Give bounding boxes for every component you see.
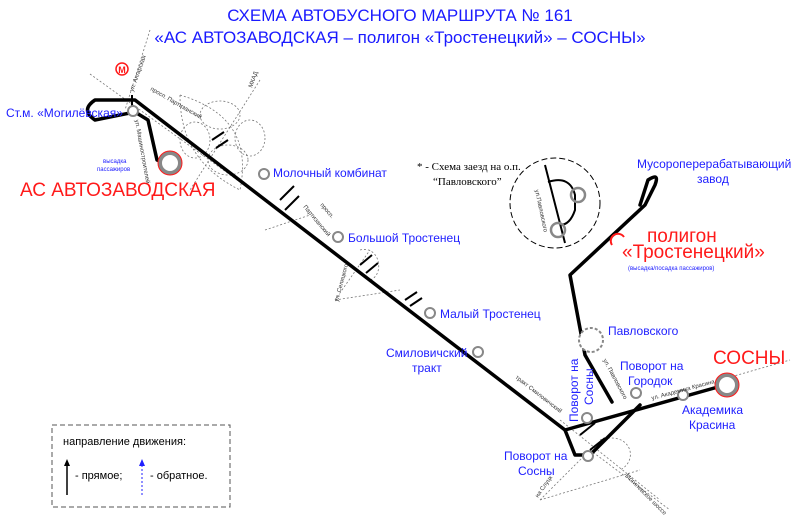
street-mogilevskoe: Могилевское шоссе — [624, 473, 668, 517]
stop-pavlovskogo[interactable] — [578, 327, 604, 353]
label-poligon-1: полигон — [647, 226, 717, 247]
stop-markers — [127, 105, 689, 462]
legend-backward: - обратное. — [150, 470, 208, 482]
label-sosny: СОСНЫ — [713, 348, 785, 369]
terminal-avtozavodskaya[interactable] — [158, 151, 182, 175]
stop-mogilevskaya[interactable] — [127, 105, 139, 117]
label-mogilevskaya: Ст.м. «Могилёвская» — [6, 106, 123, 120]
stop-maly[interactable] — [424, 307, 436, 319]
stop-povorot-gorodok[interactable] — [630, 387, 642, 399]
label-krasina-1: Академика — [682, 403, 743, 417]
inset-circle — [509, 157, 601, 249]
inset-stop — [569, 186, 587, 204]
label-vysadka-1: высадка — [103, 159, 127, 165]
inset-note-2: “Павловского” — [433, 176, 502, 188]
title-line-1: СХЕМА АВТОБУСНОГО МАРШРУТА № 161 — [227, 6, 573, 25]
label-vysadka-2: пассажиров — [97, 167, 130, 173]
stop-povorot-sosny[interactable] — [582, 450, 594, 462]
stop-krasina[interactable] — [677, 389, 689, 401]
stop-molochny[interactable] — [258, 168, 270, 180]
legend-forward: - прямое; — [75, 470, 122, 482]
label-smilovichsky-2: тракт — [412, 361, 442, 375]
stop-bolshoy[interactable] — [332, 231, 344, 243]
label-gorodok-1: Поворот на — [620, 359, 684, 373]
terminal-sosny[interactable] — [715, 373, 739, 397]
terminal-poligon[interactable] — [609, 232, 625, 246]
label-molochny: Молочный комбинат — [273, 166, 387, 180]
street-selitskogo: ул. Селицкого — [334, 263, 350, 303]
label-povorot-sosny-v-1: Поворот на — [567, 358, 581, 422]
legend-title: направление движения: — [63, 436, 186, 448]
street-mkad: МКАД — [248, 71, 259, 89]
inset-street: ул.Павловского — [533, 189, 548, 233]
street-angarskaya: ул. Ангарская — [129, 55, 148, 93]
metro-symbol: М — [118, 65, 126, 75]
road-network — [89, 29, 791, 511]
inset-note-1: * - Схема заезд на о.п. — [417, 161, 521, 173]
label-povorot-sosny-v-2: Сосны — [582, 368, 596, 405]
label-musor-2: завод — [697, 172, 729, 186]
street-sluck: на Слуцк — [535, 475, 555, 499]
label-gorodok-2: Городок — [628, 374, 673, 388]
label-maly: Малый Тростенец — [440, 307, 541, 321]
inset-route — [544, 164, 576, 244]
metro-icon — [115, 62, 129, 76]
label-povorot-sosny-2: Сосны — [518, 464, 555, 478]
label-poligon-2: «Тростенецкий» — [622, 242, 765, 263]
label-avtozavodskaya: АС АВТОЗАВОДСКАЯ — [20, 180, 215, 201]
street-partizansky-2-1: просп. — [318, 202, 334, 220]
title-line-2: «АС АВТОЗАВОДСКАЯ – полигон «Тростенецки… — [154, 28, 645, 47]
backward-arrow-head — [139, 459, 145, 466]
label-musor-1: Мусороперерабатывающий — [637, 157, 791, 171]
label-krasina-2: Красина — [689, 418, 736, 432]
inset-stop — [549, 221, 567, 239]
route-line-east — [563, 383, 727, 432]
label-povorot-sosny-1: Поворот на — [504, 449, 568, 463]
label-smilovichsky-1: Смиловичский — [386, 346, 467, 360]
route-line-branch — [568, 175, 659, 404]
stop-smilovichsky[interactable] — [472, 346, 484, 358]
bridge-icons — [211, 131, 606, 451]
label-bolshoy: Большой Тростенец — [348, 231, 460, 245]
label-pavlovskogo: Павловского — [608, 324, 679, 338]
legend-box — [51, 424, 231, 508]
label-poligon-note: (высадка/посадка пассажиров) — [628, 266, 714, 272]
terminal-ring — [714, 372, 740, 398]
forward-arrow-head — [64, 459, 70, 466]
terminal-ring — [157, 150, 183, 176]
stop-povorot-sosny-v[interactable] — [581, 412, 593, 424]
